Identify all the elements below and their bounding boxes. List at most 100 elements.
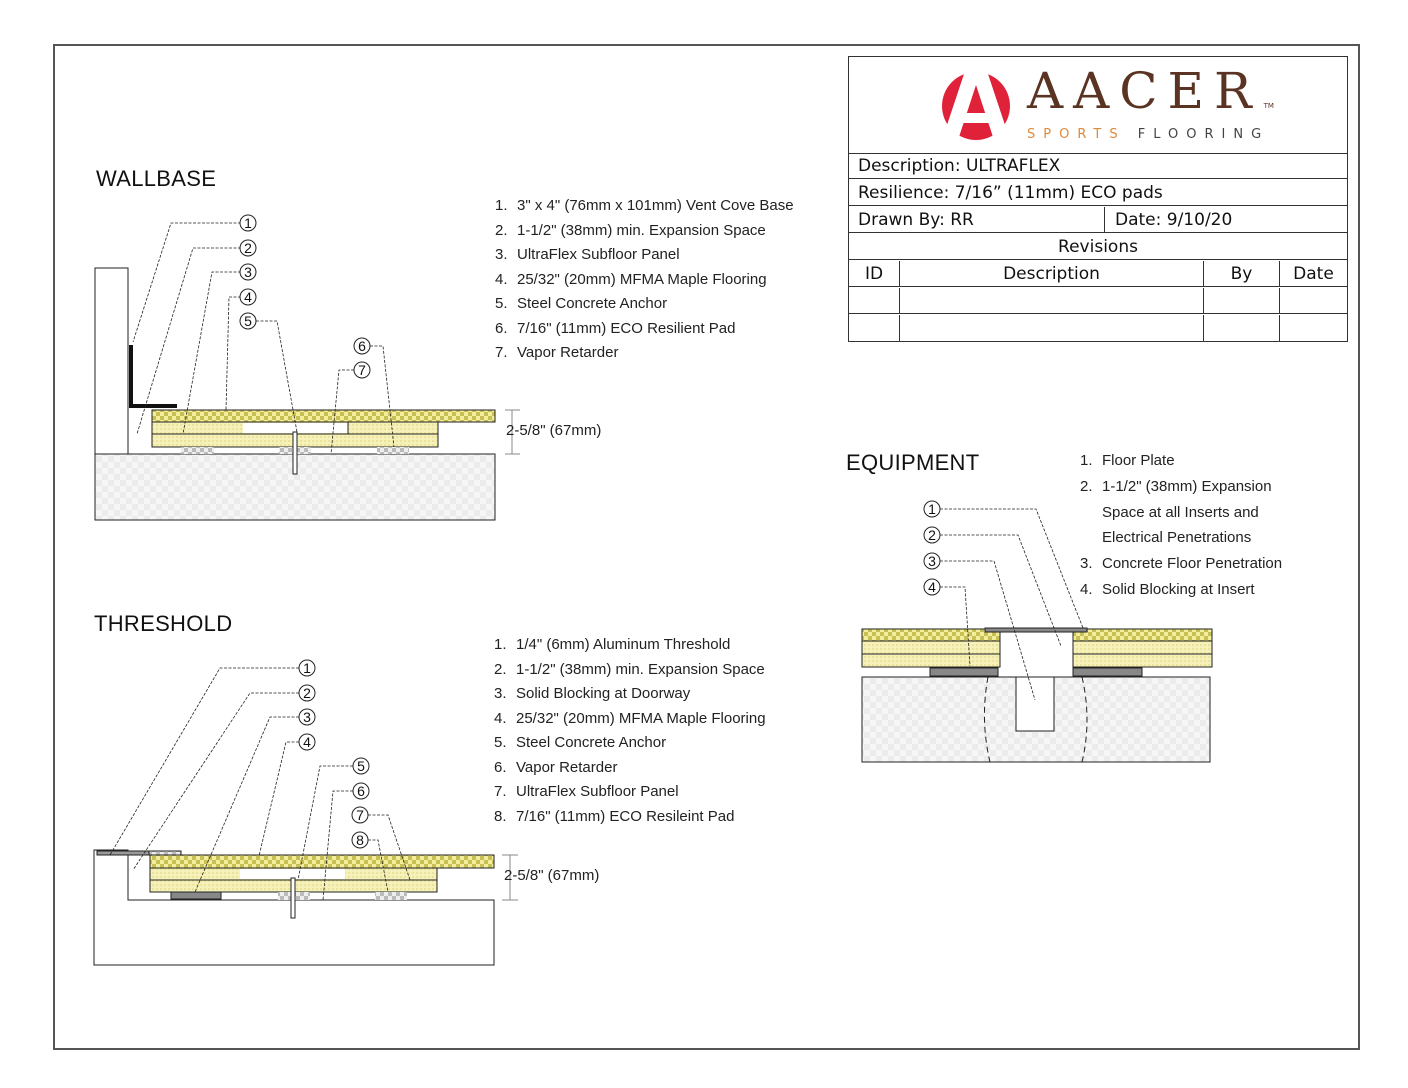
wallbase-notes: 1.3" x 4" (76mm x 101mm) Vent Cove Base …	[495, 197, 794, 369]
note-item: 4.25/32" (20mm) MFMA Maple Flooring	[494, 709, 766, 727]
company-logo: AACER TM SPORTS FLOORING	[849, 57, 1347, 154]
equipment-detail	[861, 508, 1213, 763]
revisions-title: Revisions	[1058, 237, 1138, 257]
resilient-pad	[377, 447, 409, 454]
callout-threshold-8: 8	[351, 831, 369, 849]
svg-text:4: 4	[244, 289, 252, 305]
callout-equipment-4: 4	[923, 578, 941, 596]
note-item: 5.Steel Concrete Anchor	[494, 734, 667, 751]
resilient-pad	[375, 892, 407, 900]
callout-threshold-2: 2	[298, 684, 316, 702]
maple-flooring	[149, 854, 495, 869]
callout-wallbase-2: 2	[239, 239, 257, 257]
note-item: 2.1-1/2" (38mm) Expansion	[1080, 477, 1272, 495]
callout-threshold-1: 1	[298, 659, 316, 677]
svg-text:6: 6	[358, 338, 366, 354]
callout-wallbase-5: 5	[239, 312, 257, 330]
svg-text:1: 1	[244, 215, 252, 231]
callout-equipment-1: 1	[923, 500, 941, 518]
svg-text:2: 2	[244, 240, 252, 256]
svg-text:6: 6	[357, 783, 365, 799]
note-item: 6.Vapor Retarder	[494, 758, 618, 776]
resilient-pad	[181, 447, 214, 454]
threshold-title: THRESHOLD	[94, 611, 233, 636]
note-item: 4.25/32" (20mm) MFMA Maple Flooring	[495, 270, 767, 288]
callouts: 1 2 3 4 5 6 7 1 2 3 4 5 6 7 8 1 2 3 4	[239, 214, 941, 849]
description-field: Description: ULTRAFLEX	[858, 156, 1061, 176]
revision-cell	[899, 288, 1203, 313]
callout-wallbase-7: 7	[353, 361, 371, 379]
brand-name: AACER	[1027, 62, 1262, 120]
brand-wordmark: AACER TM	[1027, 63, 1274, 119]
floor-penetration	[1015, 676, 1055, 732]
callout-threshold-7: 7	[351, 806, 369, 824]
svg-text:3: 3	[303, 709, 311, 725]
revision-row	[849, 315, 1347, 341]
solid-blocking	[1072, 667, 1143, 677]
note-item: 2.1-1/2" (38mm) min. Expansion Space	[494, 660, 765, 678]
revision-cell	[849, 288, 899, 313]
svg-text:1: 1	[303, 660, 311, 676]
svg-text:4: 4	[303, 734, 311, 750]
revision-cell	[1203, 288, 1279, 313]
revision-cell	[1279, 315, 1347, 341]
solid-blocking	[170, 891, 222, 900]
note-item: 3.Concrete Floor Penetration	[1080, 555, 1283, 573]
equipment-notes: 1.Floor Plate 2.1-1/2" (38mm) Expansion …	[1080, 452, 1282, 607]
note-item: 1.1/4" (6mm) Aluminum Threshold	[494, 636, 731, 653]
note-item: 8.7/16" (11mm) ECO Resileint Pad	[494, 807, 735, 825]
revision-row	[849, 288, 1347, 314]
col-id: ID	[864, 264, 884, 284]
cove-base	[129, 345, 177, 408]
wallbase-dimension: 2-5/8" (67mm)	[506, 422, 602, 439]
concrete-anchor	[290, 877, 296, 919]
note-item: 7.UltraFlex Subfloor Panel	[494, 783, 679, 800]
revision-cell	[1203, 315, 1279, 341]
svg-text:5: 5	[244, 313, 252, 329]
callout-equipment-2: 2	[923, 526, 941, 544]
drawing-border	[53, 44, 1360, 1050]
callout-threshold-4: 4	[298, 733, 316, 751]
maple-right	[1072, 628, 1213, 642]
revision-cell	[849, 315, 899, 341]
svg-text:8: 8	[356, 832, 364, 848]
threshold-detail	[93, 667, 518, 966]
svg-text:1: 1	[928, 501, 936, 517]
wallbase-detail	[94, 222, 520, 521]
svg-text:7: 7	[356, 807, 364, 823]
title-block: AACER TM SPORTS FLOORING Description: UL…	[848, 56, 1348, 342]
maple-left	[861, 628, 1001, 642]
note-item: 3.UltraFlex Subfloor Panel	[495, 246, 680, 263]
note-item: 1.3" x 4" (76mm x 101mm) Vent Cove Base	[495, 197, 794, 214]
callout-threshold-5: 5	[352, 757, 370, 775]
solid-blocking	[929, 667, 999, 677]
threshold-notes: 1.1/4" (6mm) Aluminum Threshold 2.1-1/2"…	[494, 636, 766, 832]
trademark: TM	[1263, 102, 1274, 110]
brand-tagline: SPORTS FLOORING	[1027, 127, 1270, 142]
callout-wallbase-3: 3	[239, 263, 257, 281]
note-item: 6.7/16" (11mm) ECO Resilient Pad	[495, 319, 736, 337]
callout-wallbase-6: 6	[353, 337, 371, 355]
wall	[94, 267, 129, 455]
wallbase-title: WALLBASE	[96, 166, 217, 191]
date-field: Date: 9/10/20	[1104, 207, 1347, 232]
resilience-field: Resilience: 7/16” (11mm) ECO pads	[858, 183, 1163, 203]
revision-cell	[1279, 288, 1347, 313]
svg-text:5: 5	[357, 758, 365, 774]
col-description: Description	[899, 261, 1203, 286]
revisions-header: ID Description By Date	[849, 261, 1347, 287]
note-item: 1.Floor Plate	[1080, 452, 1175, 469]
aluminum-threshold	[96, 850, 150, 856]
note-item: 3.Solid Blocking at Doorway	[494, 685, 691, 702]
callout-wallbase-1: 1	[239, 214, 257, 232]
threshold-dimension: 2-5/8" (67mm)	[504, 867, 600, 884]
svg-text:3: 3	[928, 553, 936, 569]
floor-plate	[984, 627, 1088, 633]
col-by: By	[1203, 261, 1279, 286]
svg-text:3: 3	[244, 264, 252, 280]
col-date: Date	[1279, 261, 1347, 286]
callout-threshold-3: 3	[298, 708, 316, 726]
svg-text:2: 2	[303, 685, 311, 701]
svg-text:2: 2	[928, 527, 936, 543]
